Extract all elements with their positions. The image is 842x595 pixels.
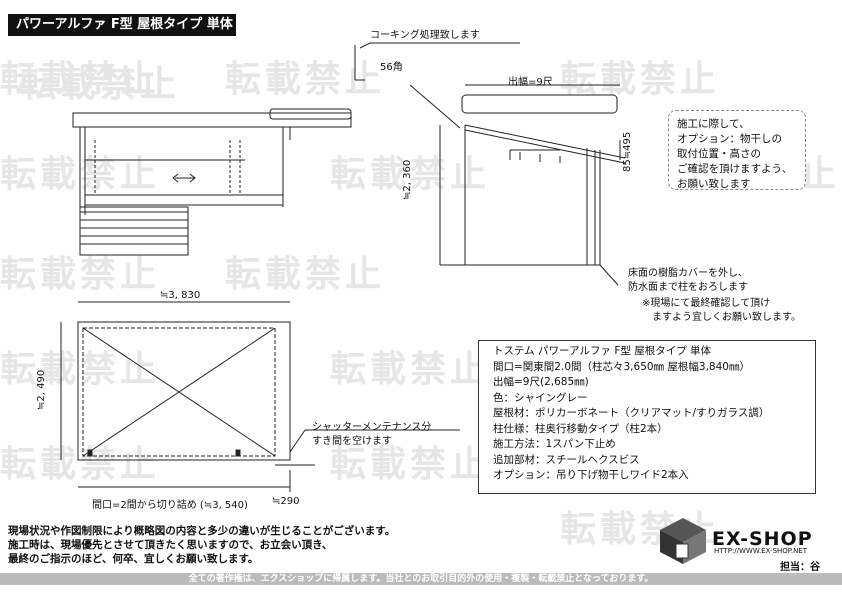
angle-label: 56角 [380, 62, 403, 73]
watermark-row-1: 転載禁止 [0, 59, 161, 100]
shutter-note-line2: すき間を空けます [312, 436, 392, 447]
spec-line: 柱仕様：柱奥行移動タイプ（柱2本） [493, 422, 668, 435]
spec-line: 屋根材：ポリカーボネート（クリアマット/すりガラス調） [493, 407, 770, 419]
height-label: ≒2, 360 [402, 159, 413, 200]
spec-line: 出幅=9尺(2,685㎜) [493, 376, 589, 388]
plan-bottom-label: 間口=2間から切り詰め (≒3, 540) [92, 500, 248, 511]
side-label: 85≒495 [622, 131, 633, 172]
footer-line: 最終のご指示のほど、何卒、宜しくお願い致します。 [8, 553, 259, 565]
note-line: 施工に際して、 [677, 118, 750, 130]
install-note: 施工に際して、 オプション：物干しの 取付位置・高さの ご確認を頂けますよう、 … [668, 110, 806, 190]
note-line: ご確認を頂けますよう、 [677, 163, 793, 175]
confirm-line2: ますよう宜しくお願い致します。 [652, 312, 801, 323]
spec-line: トステム パワーアルファ F型 屋根タイプ 単体 [493, 345, 712, 357]
watermark-row-8: 転載禁止 [225, 254, 386, 295]
spec-line: 間口=関東間2.0間（柱芯々3,650㎜ 屋根幅3,840㎜） [493, 360, 750, 373]
spec-line: オプション：吊り下げ物干しワイド2本入 [493, 469, 689, 481]
note-line: 取付位置・高さの [677, 148, 761, 160]
floor-note-line1: 床面の樹脂カバーを外し、 [628, 268, 748, 279]
watermark-row-3: 転載禁止 [560, 59, 721, 100]
footer-line: 施工時は、現場優先とさせて頂きたく思いますので、お立会い頂き、 [8, 539, 333, 551]
footer-notes: 現場状況や作図制限により概略図の内容と多少の違いが生じることがございます。 施工… [8, 524, 395, 566]
shutter-note-line1: シャッターメンテナンス分 [312, 422, 432, 433]
brand-name: EX-SHOP [712, 528, 813, 550]
confirm-line1: ※現場にて最終確認して頂け [642, 298, 771, 309]
plan-bottom-right-label: ≒290 [272, 496, 300, 507]
floor-note-line2: 防水面まで柱をおろします [628, 282, 748, 293]
footer-line: 現場状況や作図制限により概略図の内容と多少の違いが生じることがございます。 [8, 525, 396, 537]
watermark-row-12: 転載禁止 [330, 444, 491, 485]
note-line: お願い致します [677, 178, 751, 190]
page-title: パワーアルファ F型 屋根タイプ 単体 [8, 14, 236, 36]
caulking-note: コーキング処理致します [370, 30, 480, 41]
staff-label: 担当：谷 [780, 562, 820, 573]
brand-url: HTTP://WWW.EX-SHOP.NET [714, 547, 808, 555]
spec-line: 色：シャイングレー [493, 391, 588, 404]
watermark-row-4: 転載禁止 [0, 154, 161, 195]
spec-line: 施工方法：1スパン下止め [493, 438, 616, 450]
watermark: 転載禁止 [20, 64, 594, 105]
plan-roof [77, 321, 291, 461]
copyright-bar: 全ての著作権は、エクスショップに帰属します。当社とのお取引目的外の使用・複製・転… [0, 573, 842, 585]
plan-depth-label: ≒2, 490 [36, 369, 47, 410]
watermark-row-7: 転載禁止 [0, 254, 161, 295]
ex-shop-logo-icon [660, 518, 706, 564]
spec-line: 追加部材：スチールヘクスビス [493, 453, 640, 466]
overhang-label: 出幅=9尺 [508, 77, 553, 88]
roof-elevation [72, 112, 352, 128]
note-line: オプション：物干しの [677, 133, 782, 145]
spec-box: トステム パワーアルファ F型 屋根タイプ 単体 間口=関東間2.0間（柱芯々3… [478, 340, 816, 494]
watermark-row-10: 転載禁止 [330, 349, 491, 390]
watermark-row-5: 転載禁止 [330, 154, 491, 195]
plan-width-label: ≒3, 830 [160, 290, 201, 301]
